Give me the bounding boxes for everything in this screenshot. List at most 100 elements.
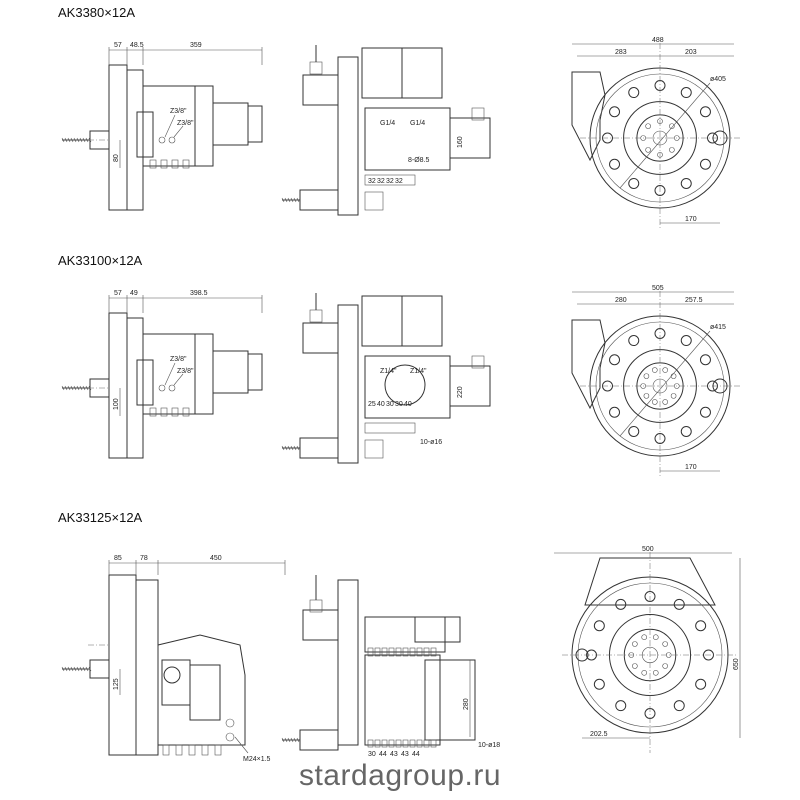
drill-flute [70,666,74,672]
pitch-label: 30 [395,401,403,408]
upper-housing [364,616,446,653]
mounting-plate [337,304,359,464]
height-label: 80 [113,154,120,162]
bracket [584,557,716,606]
height-label: 220 [457,386,464,398]
bolt-hole [680,425,692,437]
motor-end [247,353,263,391]
holes-label: 8-Ø8.5 [408,157,430,164]
model-title: AK33125×12A [58,510,143,525]
spindle-nozzle [149,407,157,417]
drill-flute [296,737,300,743]
drill-flute [61,385,65,391]
port-hole [158,136,166,144]
motor-housing [212,350,249,394]
drill-flute [287,445,291,451]
bracket [571,71,606,162]
spindle-teeth [423,739,430,748]
bolt-hole [609,354,621,366]
spindle-teeth [388,739,395,748]
bolt-hole [615,700,627,712]
height-label: 160 [457,136,464,148]
drill-flute [284,737,288,743]
spindle-nozzle [171,159,179,169]
spindle-nozzle [188,744,196,756]
drill-flute [76,666,80,672]
bolt-hole [628,335,640,347]
mounting-plate [337,579,359,746]
dimension-label: 283 [615,49,627,56]
diameter-leader [619,82,711,189]
dimension-label: 398.5 [190,290,208,297]
dimension-label: 203 [685,49,697,56]
drill-flute [73,666,77,672]
drill-flute [82,137,86,143]
spindle-hole [662,399,668,405]
spindle-nozzle [160,407,168,417]
head-body [364,654,441,746]
drill-flute [296,445,300,451]
spindle-teeth [395,739,402,748]
drill-flute [76,137,80,143]
spindle-teeth [374,647,381,657]
drill-flute [70,137,74,143]
spindle-hole [670,373,677,379]
spindle-hole [652,670,659,676]
port-label: Z3/8" [170,356,187,363]
nozzle-row [364,422,416,434]
spindle-nozzle [182,407,190,417]
pitch-label: 32 [395,178,403,185]
spindle-hole [662,641,668,647]
drill-flute [61,137,65,143]
drill-flute [67,666,71,672]
leader [164,362,176,386]
width-label: 500 [642,546,654,553]
gearbox-cap [194,333,214,415]
bolt-hole [699,354,711,366]
bolt-hole [654,433,666,444]
drill-flute [85,385,89,391]
top-tool-holder [302,322,339,354]
spindle-teeth [395,647,402,657]
spindle-hole [643,373,650,379]
spindle-teeth [367,647,374,657]
pitch-label: 32 [377,178,385,185]
port-hole [225,718,235,728]
port-hole [163,666,181,684]
spindle-hole [645,123,651,129]
flange-plate [135,579,159,756]
spindle-hole [641,670,648,676]
tool-shank [89,659,110,679]
spindle-teeth [381,739,388,748]
height-label: 125 [113,678,120,690]
motor-connector [471,107,485,121]
spindle-nozzle [201,744,209,756]
drill-flute [73,137,77,143]
drill-flute [281,197,285,203]
bolt-hole [673,598,685,610]
bottom-tool-holder [299,437,339,459]
drill-flute [284,445,288,451]
dimension-label: 170 [685,464,697,471]
spindle-nozzle [149,159,157,169]
mounting-plate [108,64,128,211]
spindle-nozzle [160,159,168,169]
drill-flute [287,737,291,743]
dimension-label: 170 [685,216,697,223]
port-hole [168,384,176,392]
leader [173,373,184,386]
motor-housing [212,102,249,146]
drill-flute [79,137,83,143]
bolt-hole [695,620,707,632]
bracket [571,319,606,410]
spindle-hole [669,123,675,129]
port-hole [168,136,176,144]
pitch-label: 32 [386,178,394,185]
spindle-hole [652,634,659,640]
